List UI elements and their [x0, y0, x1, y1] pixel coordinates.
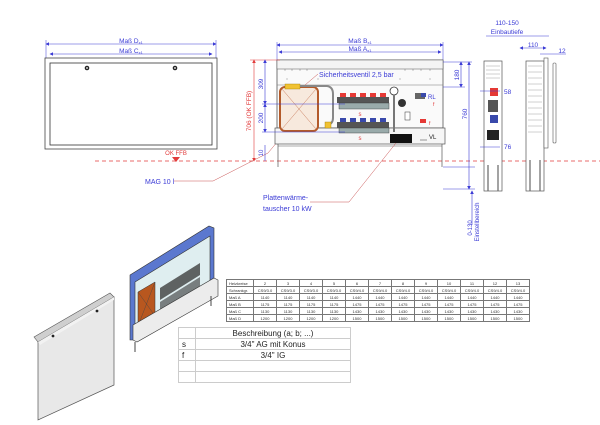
cabinet-door [49, 62, 213, 146]
svg-text:s: s [359, 112, 362, 118]
svg-text:f: f [433, 102, 435, 108]
dim-b-label: Maß Bx1 [348, 38, 372, 45]
table-row: Maß A 1140 1140 1140 1140 1440 1440 1440… [226, 293, 530, 301]
dim-d-label: Maß Dx1 [119, 38, 144, 45]
pressure-gauge-icon [389, 86, 399, 96]
svg-text:12: 12 [558, 48, 566, 55]
dim-760-label: 760 [462, 108, 469, 119]
floor-label: OK FFB [165, 151, 187, 157]
table-row [178, 360, 351, 372]
top-rail [276, 59, 444, 70]
pump-icon [398, 99, 406, 107]
height-ffb-label: 706 (OK FFB) [246, 91, 253, 131]
svg-text:58: 58 [504, 89, 512, 96]
dim-200-label: 200 [258, 112, 265, 123]
heat-exchanger-label-2: tauscher 10 kW [263, 206, 312, 213]
valve-red-icon [490, 88, 498, 96]
spec-table: Heizkreise 2 3 4 5 6 7 8 9 10 11 12 13 S… [226, 279, 530, 322]
heat-exchanger [390, 134, 412, 143]
dim-309-label: 309 [258, 78, 265, 89]
dim-10-label: 10 [259, 149, 265, 156]
return-manifold: s [337, 118, 390, 142]
svg-text:Einbautiefe: Einbautiefe [491, 29, 524, 36]
svg-text:110: 110 [528, 42, 539, 49]
valve-blue-icon [490, 115, 498, 123]
table-row: f 3/4" IG [178, 349, 351, 361]
adjust-range-value: 0-130 [468, 220, 474, 236]
svg-text:110-150: 110-150 [495, 20, 519, 27]
legend-header: Beschreibung (a; b; ...) [195, 327, 351, 339]
open-view: Maß Bx1 Maß Ax1 Sicherheitsventil 2,5 ba… [246, 38, 481, 242]
table-row: Heizkreise 2 3 4 5 6 7 8 9 10 11 12 13 [226, 279, 530, 287]
table-row: Maß B 1175 1175 1175 1175 1475 1475 1475… [226, 300, 530, 308]
table-row: Beschreibung (a; b; ...) [178, 327, 351, 339]
heat-exchanger-leader [310, 142, 397, 203]
dim-a-label: Maß Ax1 [348, 46, 372, 53]
svg-text:76: 76 [504, 144, 512, 151]
floor-marker-icon [172, 157, 180, 162]
iso-cover [33, 292, 115, 421]
table-row: Maß D 1200 1200 1200 1200 1500 1500 1500… [226, 314, 530, 322]
dim-180-label: 180 [454, 69, 461, 80]
iso-cabinet [129, 225, 219, 352]
svg-text:s: s [359, 136, 362, 142]
svg-text:RL: RL [428, 95, 436, 101]
table-row [178, 371, 351, 383]
heat-exchanger-label-1: Plattenwärme- [263, 195, 309, 202]
cover-profile [552, 62, 557, 144]
front-view: Maß Dx1 Maß Cx1 OK FFB MAG 10 l [44, 38, 284, 186]
safety-valve-label: Sicherheitsventil 2,5 bar [319, 72, 394, 79]
safety-valve-icon [284, 83, 301, 90]
mag-label: MAG 10 l [145, 179, 175, 186]
side-views: 110-150 Einbautiefe 110 12 58 76 [480, 20, 566, 192]
table-row: s 3/4" AG mit Konus [178, 338, 351, 350]
svg-text:VL: VL [429, 135, 437, 141]
table-row: Schrankgr. CS9/3.0 CS9/3.0 CS9/3.0 CS9/3… [226, 286, 530, 294]
svg-text:f: f [429, 121, 431, 127]
supply-manifold: s [337, 93, 390, 118]
pump-group: RL f f VL [389, 86, 437, 143]
adjust-range-label: Einstellbereich [475, 202, 481, 241]
dim-c-label: Maß Cx1 [119, 48, 144, 55]
legend-table: Beschreibung (a; b; ...) s 3/4" AG mit K… [178, 327, 351, 383]
table-row: Maß C 1130 1130 1130 1130 1430 1430 1430… [226, 307, 530, 315]
